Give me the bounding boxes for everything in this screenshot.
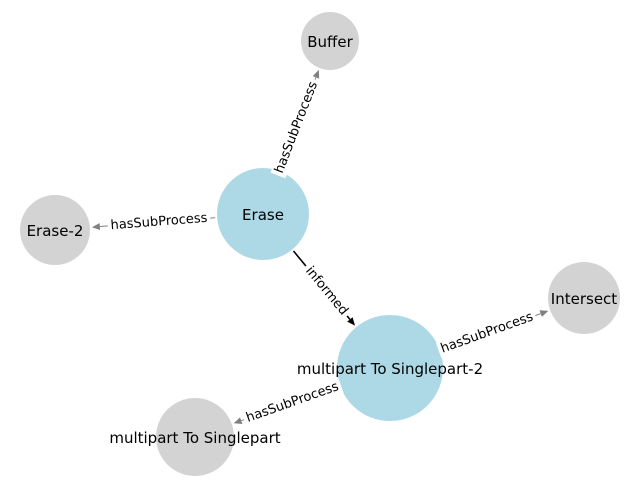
node-circle[interactable]	[548, 262, 620, 334]
edge-label: hasSubProcess	[439, 309, 536, 356]
node-circle[interactable]	[217, 168, 309, 260]
edge-label: hasSubProcess	[272, 79, 321, 175]
edge-label-background	[435, 308, 539, 358]
node-label: Intersect	[551, 290, 617, 308]
node-erase[interactable]: Erase	[217, 168, 309, 260]
edge-arrowhead	[312, 69, 320, 79]
edge-label-group: informed	[299, 260, 354, 322]
edge-label: informed	[302, 264, 351, 319]
node-buffer[interactable]: Buffer	[301, 12, 359, 70]
edge-label-group: hasSubProcess	[241, 377, 344, 428]
node-intersect[interactable]: Intersect	[548, 262, 620, 334]
node-circle[interactable]	[156, 398, 234, 476]
edge-label-group: hasSubProcess	[435, 308, 539, 358]
edge-arrowhead	[539, 310, 549, 317]
node-multipart[interactable]: multipart To Singlepart	[109, 398, 281, 476]
edge-label-group: hasSubProcess	[107, 210, 211, 234]
edge-label-background	[107, 210, 211, 234]
edge-label-background	[299, 260, 354, 322]
edge-label-background	[270, 76, 323, 179]
edge-arrowhead	[347, 317, 355, 326]
edge-label: hasSubProcess	[110, 211, 208, 233]
edge-arrowhead	[233, 417, 243, 424]
edge-arrowhead	[91, 223, 101, 230]
node-circle[interactable]	[337, 315, 443, 421]
nodes-layer: Erase multipart To Singlepart-2 BufferEras…	[20, 12, 620, 476]
node-label: Buffer	[307, 33, 353, 51]
node-label: Erase	[242, 206, 284, 224]
edge-label-group: hasSubProcess	[270, 76, 323, 179]
node-label: Erase-2	[27, 222, 84, 240]
node-multipart2[interactable]: multipart To Singlepart-2	[297, 315, 483, 421]
node-erase2[interactable]: Erase-2	[20, 195, 90, 265]
node-circle[interactable]	[301, 12, 359, 70]
node-circle[interactable]	[20, 195, 90, 265]
node-label: multipart To Singlepart	[109, 429, 280, 447]
node-label: multipart To Singlepart-2	[297, 360, 483, 378]
edge-label-background	[241, 377, 344, 428]
edge-label: hasSubProcess	[244, 379, 341, 426]
